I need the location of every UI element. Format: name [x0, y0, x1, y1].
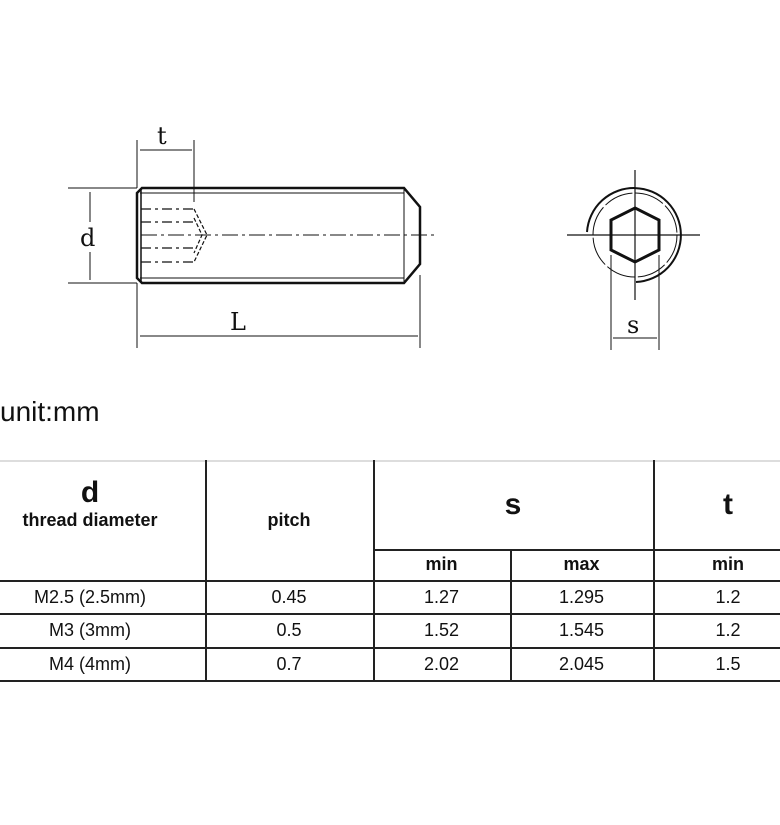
table-divider [373, 460, 375, 682]
side-view: t d L [68, 122, 438, 348]
cell-pitch: 0.7 [276, 654, 302, 674]
cell-t-min: 1.5 [715, 654, 741, 674]
dimension-label-s: s [627, 311, 639, 339]
table-border [0, 460, 780, 462]
cell-pitch: 0.5 [276, 620, 302, 640]
cell-s-min: 1.52 [423, 620, 460, 640]
header-d: d thread diameter [0, 475, 180, 530]
table-divider [510, 549, 512, 682]
header-t-min: min [711, 554, 744, 574]
set-screw-drawing: t d L s [68, 122, 700, 350]
cell-s-max: 1.545 [558, 620, 605, 640]
cell-s-min: 2.02 [423, 654, 460, 674]
header-d-symbol: d [80, 475, 100, 509]
header-s: s [504, 487, 522, 521]
table-divider [0, 647, 780, 649]
cell-s-max: 2.045 [558, 654, 605, 674]
table-divider [653, 460, 655, 682]
table-divider [0, 680, 780, 682]
end-view: s [567, 170, 700, 350]
table-divider [205, 460, 207, 682]
cell-d: M4 (4mm) [49, 654, 131, 674]
unit-label: unit:mm [0, 396, 100, 427]
dimension-label-t: t [157, 122, 167, 150]
dimension-label-d: d [80, 224, 95, 252]
header-d-desc: thread diameter [22, 509, 158, 530]
table-divider [0, 613, 780, 615]
cell-pitch: 0.45 [271, 587, 307, 607]
cell-d: M2.5 (2.5mm) [33, 587, 147, 607]
cell-s-min: 1.27 [423, 587, 460, 607]
cell-s-max: 1.295 [558, 587, 605, 607]
header-s-min: min [425, 554, 458, 574]
header-t: t [723, 487, 733, 521]
dimension-label-L: L [230, 308, 246, 336]
cell-d: M3 (3mm) [49, 620, 131, 640]
table-divider [373, 549, 780, 551]
cell-t-min: 1.2 [715, 587, 741, 607]
header-s-max: max [563, 554, 600, 574]
cell-t-min: 1.2 [715, 620, 741, 640]
table-divider [0, 580, 780, 582]
header-pitch: pitch [267, 509, 311, 530]
